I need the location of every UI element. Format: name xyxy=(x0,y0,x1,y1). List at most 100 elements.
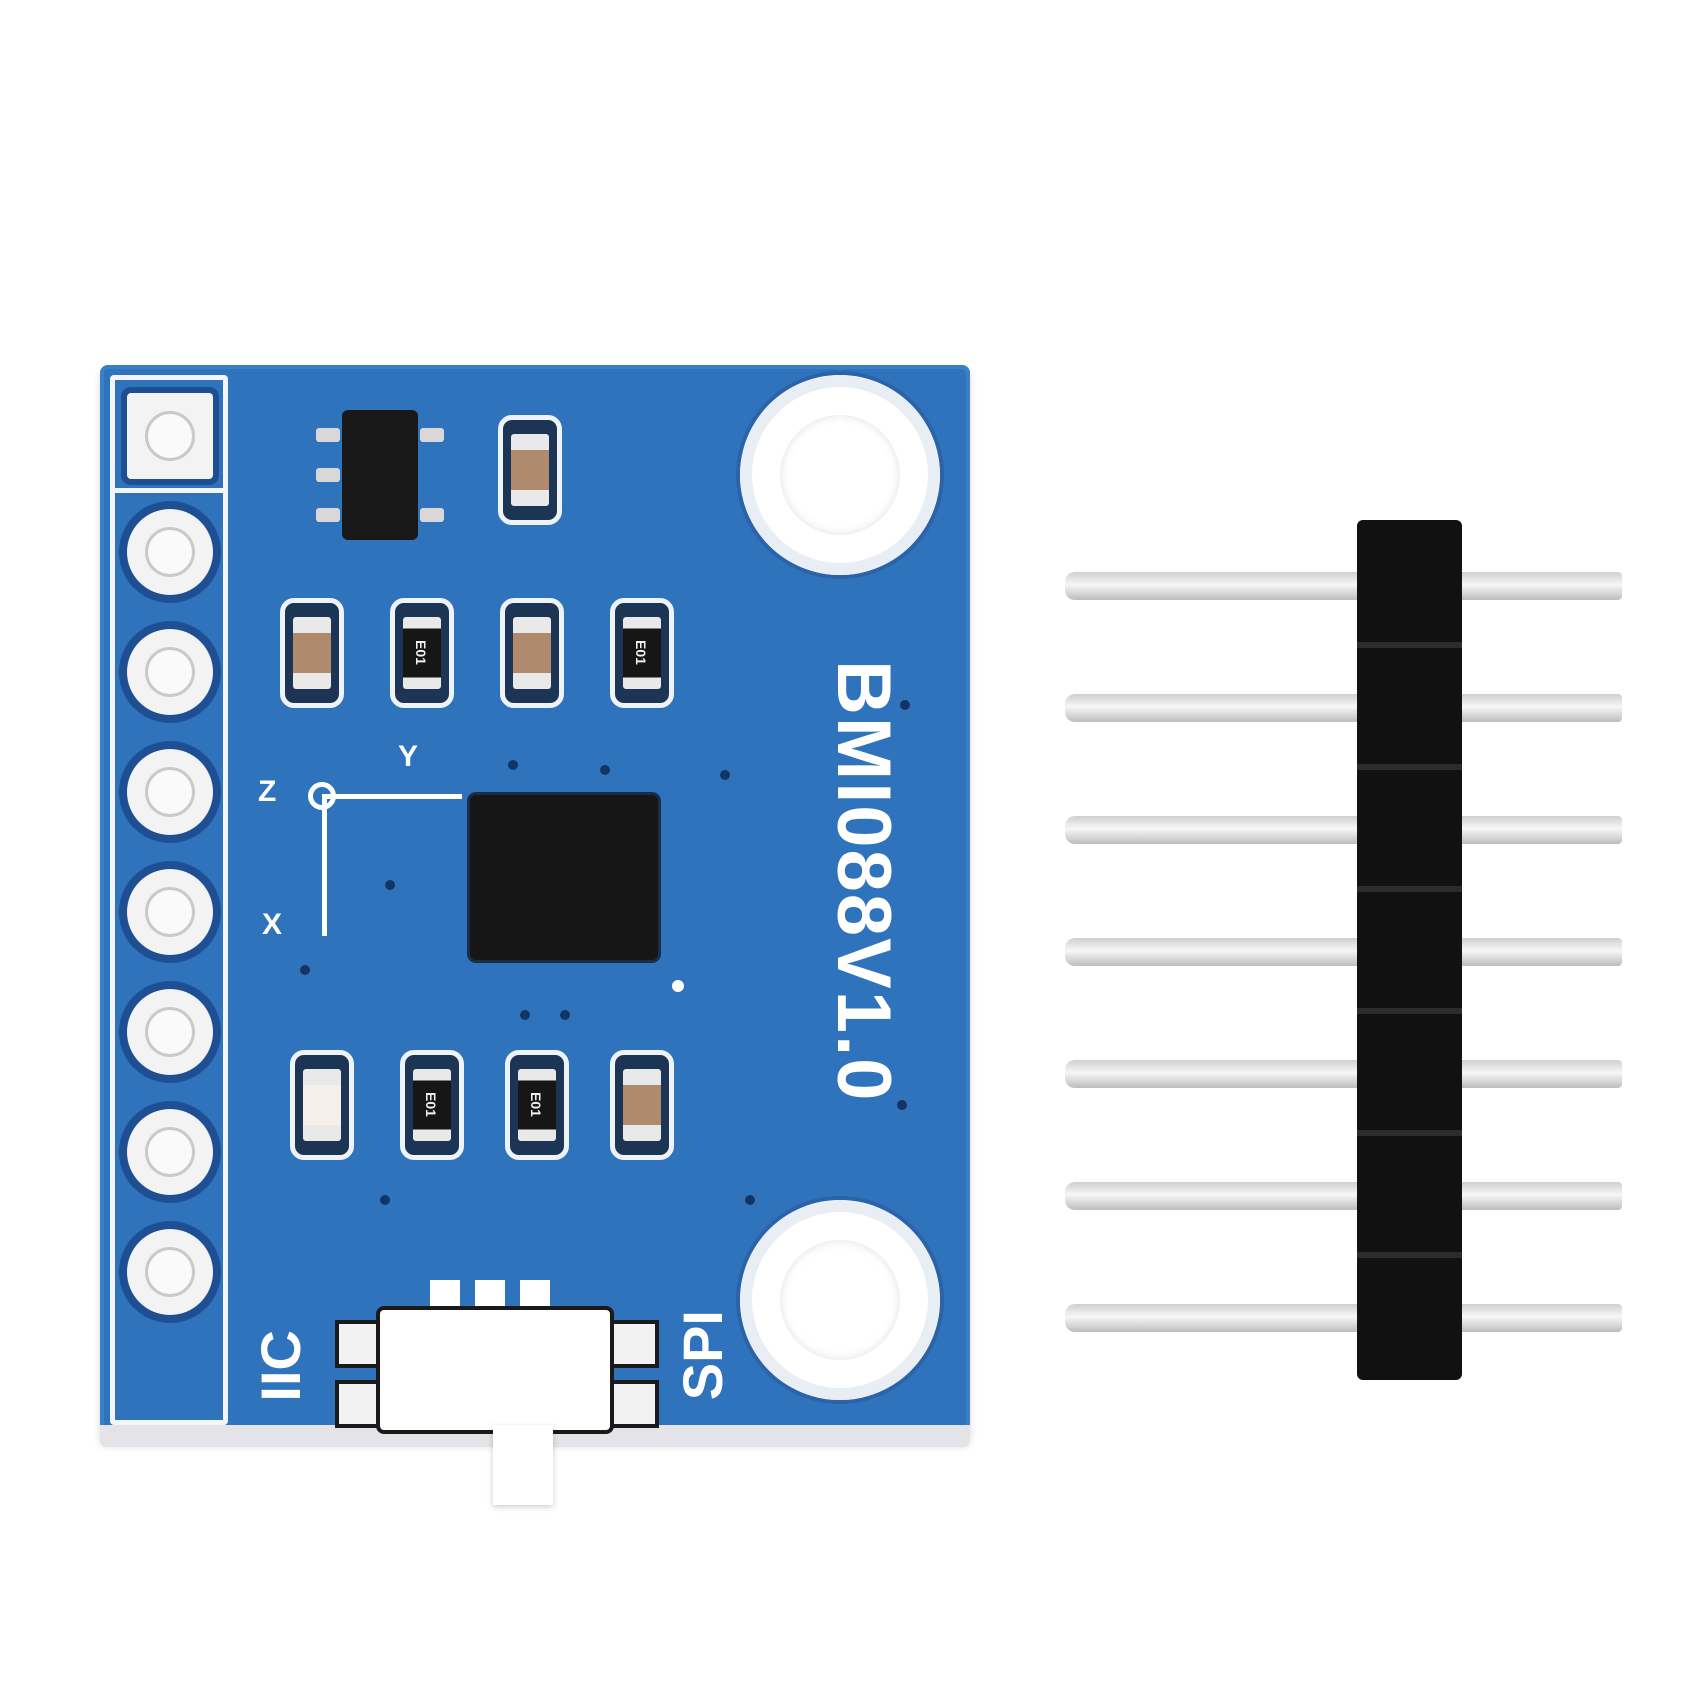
capacitor-body xyxy=(513,617,551,689)
axis-label-x: X xyxy=(262,908,283,941)
header-pin-right xyxy=(1462,938,1622,966)
header-pin-left xyxy=(1065,1182,1357,1210)
switch-body xyxy=(380,1310,610,1430)
pin-hole xyxy=(145,1247,195,1297)
axis-origin-z-icon xyxy=(308,782,336,810)
housing-segment-line xyxy=(1357,1008,1462,1014)
iic-label: IIC xyxy=(249,1330,312,1402)
header-housing xyxy=(1357,520,1462,1380)
via xyxy=(520,1010,530,1020)
via xyxy=(900,700,910,710)
mounting-hole-bottom xyxy=(740,1200,940,1400)
regulator-lead xyxy=(420,508,444,522)
capacitor-body xyxy=(511,434,549,506)
resistor-code: E01 xyxy=(528,1091,544,1117)
via xyxy=(380,1195,390,1205)
iic-spi-mode-switch[interactable] xyxy=(330,1280,660,1505)
header-pin-right xyxy=(1462,816,1622,844)
led-body xyxy=(303,1069,341,1141)
regulator-lead xyxy=(420,428,444,442)
resistor-row2-3: E01 xyxy=(505,1050,569,1160)
capacitor-body xyxy=(293,617,331,689)
pin-pad-2 xyxy=(127,509,213,595)
regulator-lead xyxy=(316,428,340,442)
header-pin-left xyxy=(1065,1060,1357,1088)
via xyxy=(385,880,395,890)
resistor-body xyxy=(623,617,661,689)
regulator-lead xyxy=(316,468,340,482)
mounting-hole-inner xyxy=(780,415,900,535)
voltage-regulator xyxy=(316,400,444,550)
header-pin-left xyxy=(1065,572,1357,600)
header-pin-right xyxy=(1462,1060,1622,1088)
switch-lever[interactable] xyxy=(493,1425,553,1505)
led-indicator xyxy=(290,1050,354,1160)
bmi088-sensor-chip xyxy=(470,795,658,960)
header-pin-left xyxy=(1065,816,1357,844)
header-pin-right xyxy=(1462,572,1622,600)
pin-hole xyxy=(145,1127,195,1177)
pin-pad-5 xyxy=(127,869,213,955)
pin-hole xyxy=(145,1007,195,1057)
housing-segment-line xyxy=(1357,1252,1462,1258)
pin-pad-6 xyxy=(127,989,213,1075)
pin-pad-7 xyxy=(127,1109,213,1195)
regulator-body xyxy=(342,410,418,540)
via xyxy=(600,765,610,775)
resistor-code: E01 xyxy=(633,639,649,665)
housing-segment-line xyxy=(1357,1130,1462,1136)
pin-hole xyxy=(145,767,195,817)
via xyxy=(745,1195,755,1205)
resistor-body xyxy=(403,617,441,689)
housing-segment-line xyxy=(1357,642,1462,648)
header-pin-right xyxy=(1462,694,1622,722)
regulator-lead xyxy=(316,508,340,522)
pin-hole xyxy=(145,527,195,577)
pin-hole xyxy=(145,411,195,461)
resistor-row2-2: E01 xyxy=(400,1050,464,1160)
resistor-row1-4: E01 xyxy=(610,598,674,708)
switch-foot xyxy=(605,1320,659,1368)
header-pin-right xyxy=(1462,1182,1622,1210)
pin-strip-outline xyxy=(110,375,228,1425)
capacitor-row1-3 xyxy=(500,598,564,708)
mounting-hole-top xyxy=(740,375,940,575)
pin-pad-8 xyxy=(127,1229,213,1315)
pin-header-8 xyxy=(1065,520,1635,1390)
capacitor-row2-4 xyxy=(610,1050,674,1160)
pin-pad-4 xyxy=(127,749,213,835)
header-pin-left xyxy=(1065,1304,1357,1332)
header-pin-left xyxy=(1065,694,1357,722)
housing-segment-line xyxy=(1357,764,1462,770)
switch-foot xyxy=(605,1380,659,1428)
resistor-body xyxy=(518,1069,556,1141)
axis-arrow-x xyxy=(322,796,327,936)
header-pin-right xyxy=(1462,1304,1622,1332)
resistor-row1-2: E01 xyxy=(390,598,454,708)
capacitor-top xyxy=(498,415,562,525)
axis-label-y: Y xyxy=(398,740,419,773)
pin-hole xyxy=(145,887,195,937)
pin-hole xyxy=(145,647,195,697)
via xyxy=(560,1010,570,1020)
header-pin-left xyxy=(1065,938,1357,966)
spi-label: SPI xyxy=(671,1310,734,1401)
via xyxy=(508,760,518,770)
resistor-code: E01 xyxy=(413,639,429,665)
mounting-hole-inner xyxy=(780,1240,900,1360)
resistor-body xyxy=(413,1069,451,1141)
pin-pad-1 xyxy=(127,393,213,479)
resistor-code: E01 xyxy=(423,1091,439,1117)
capacitor-row1-1 xyxy=(280,598,344,708)
board-title-silkscreen: BMI088V1.0 xyxy=(821,660,906,1103)
housing-segment-line xyxy=(1357,886,1462,892)
via xyxy=(300,965,310,975)
pin-pad-3 xyxy=(127,629,213,715)
chip-pin1-marker xyxy=(672,980,684,992)
axis-label-z: Z xyxy=(258,775,277,808)
capacitor-body xyxy=(623,1069,661,1141)
pin-strip-divider xyxy=(115,488,223,493)
axis-arrow-y xyxy=(322,794,462,799)
via xyxy=(720,770,730,780)
via xyxy=(897,1100,907,1110)
